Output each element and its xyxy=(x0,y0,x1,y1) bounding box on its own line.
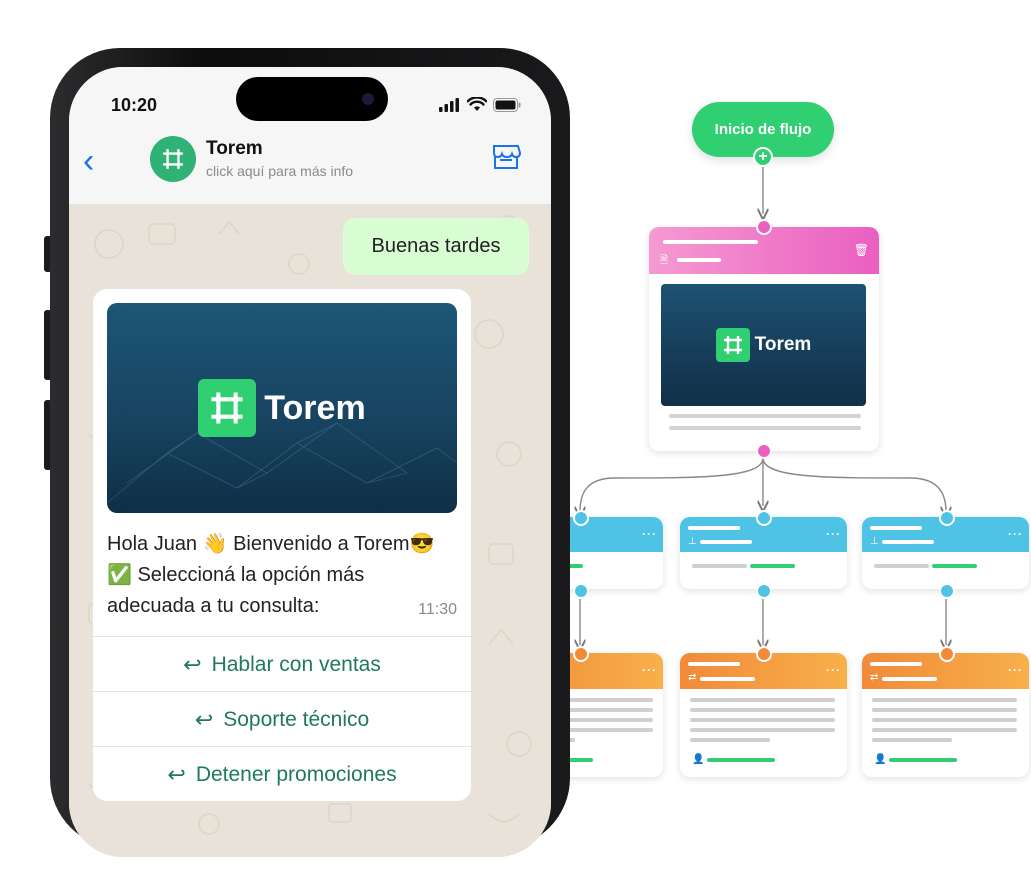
user-icon: 👤 xyxy=(692,754,705,765)
phone-frame: 10:20 ‹ xyxy=(50,48,570,857)
hierarchy-icon: ⊥ xyxy=(870,536,879,547)
quick-reply-label: Soporte técnico xyxy=(223,707,370,731)
outgoing-message-text: Buenas tardes xyxy=(371,235,501,257)
store-icon[interactable] xyxy=(491,144,522,175)
status-time: 10:20 xyxy=(111,95,158,115)
swap-icon: ⇄ xyxy=(688,672,697,683)
condition-card[interactable]: ⊥ ··· xyxy=(862,517,1029,589)
message-line: ✅ Seleccioná la opción más xyxy=(107,564,365,586)
hierarchy-icon: ⊥ xyxy=(688,536,697,547)
message-body: Hola Juan 👋 Bienvenido a Torem😎 ✅ Selecc… xyxy=(107,529,457,622)
document-icon: 🗎 xyxy=(660,255,669,266)
dynamic-island xyxy=(236,77,388,121)
condition-card[interactable]: ⊥ ··· xyxy=(680,517,847,589)
card-input-port[interactable] xyxy=(756,510,772,526)
action-card[interactable]: ⇄ ··· 👤 xyxy=(862,653,1029,777)
card-input-port[interactable] xyxy=(573,510,589,526)
card-input-port[interactable] xyxy=(756,219,772,235)
card-input-port[interactable] xyxy=(939,510,955,526)
contact-name[interactable]: Torem xyxy=(206,138,263,159)
torem-logo-icon xyxy=(163,149,183,169)
phone-volume-up-button xyxy=(44,310,52,380)
wifi-icon xyxy=(467,97,487,111)
reply-arrow-icon: ↩ xyxy=(194,706,214,732)
quick-reply-sales-button[interactable]: ↩ Hablar con ventas xyxy=(93,636,471,692)
torem-logo-icon xyxy=(715,328,750,362)
card-output-port[interactable] xyxy=(756,443,772,459)
quick-reply-label: Detener promociones xyxy=(195,762,397,786)
card-output-port[interactable] xyxy=(756,583,772,599)
flow-start-label: Inicio de flujo xyxy=(714,121,812,138)
card-banner-brand: Torem xyxy=(754,334,812,355)
back-chevron-icon[interactable]: ‹ xyxy=(83,142,95,180)
card-header: 🗎 🗑 xyxy=(649,227,879,274)
chat-header: ‹ Torem click aquí para más info xyxy=(69,132,551,205)
template-message-card[interactable]: 🗎 🗑 Torem xyxy=(649,227,879,451)
more-icon[interactable]: ··· xyxy=(826,527,841,541)
message-banner-image: Torem xyxy=(107,303,457,513)
card-input-port[interactable] xyxy=(939,646,955,662)
phone-screen: 10:20 ‹ xyxy=(69,67,551,857)
banner-brand: Torem xyxy=(264,388,366,427)
user-icon: 👤 xyxy=(874,754,887,765)
message-line: Hola Juan 👋 Bienvenido a Torem😎 xyxy=(107,533,435,555)
message-line: adecuada a tu consulta: xyxy=(107,595,320,617)
contact-subtitle[interactable]: click aquí para más info xyxy=(206,163,354,179)
more-icon[interactable]: ··· xyxy=(1008,663,1023,677)
card-banner-image: Torem xyxy=(661,284,866,406)
phone-action-button xyxy=(44,236,52,272)
outgoing-message-bubble[interactable]: Buenas tardes xyxy=(343,218,529,275)
more-icon[interactable]: ··· xyxy=(642,527,657,541)
battery-icon xyxy=(493,97,521,112)
swap-icon: ⇄ xyxy=(870,672,879,683)
more-icon[interactable]: ··· xyxy=(826,663,841,677)
add-step-icon[interactable]: + xyxy=(753,147,773,167)
quick-reply-label: Hablar con ventas xyxy=(211,652,381,676)
quick-reply-stop-button[interactable]: ↩ Detener promociones xyxy=(93,746,471,802)
reply-arrow-icon: ↩ xyxy=(167,761,186,787)
quick-reply-support-button[interactable]: ↩ Soporte técnico xyxy=(93,691,471,747)
trash-icon[interactable]: 🗑 xyxy=(853,243,869,257)
contact-avatar[interactable] xyxy=(150,136,196,182)
phone-volume-down-button xyxy=(44,400,52,470)
more-icon[interactable]: ··· xyxy=(1008,527,1023,541)
torem-logo-icon xyxy=(198,379,257,437)
message-time: 11:30 xyxy=(418,601,457,618)
more-icon[interactable]: ··· xyxy=(642,663,657,677)
card-output-port[interactable] xyxy=(573,583,589,599)
incoming-message-card[interactable]: Torem Hola Juan 👋 Bienvenido a Torem😎 ✅ … xyxy=(93,289,471,801)
action-card[interactable]: ⇄ ··· 👤 xyxy=(680,653,847,777)
card-output-port[interactable] xyxy=(939,583,955,599)
signal-icon xyxy=(439,97,459,112)
network-pattern xyxy=(107,422,457,504)
status-bar: 10:20 xyxy=(69,67,551,142)
reply-arrow-icon: ↩ xyxy=(183,651,202,677)
card-input-port[interactable] xyxy=(756,646,772,662)
card-input-port[interactable] xyxy=(573,646,589,662)
